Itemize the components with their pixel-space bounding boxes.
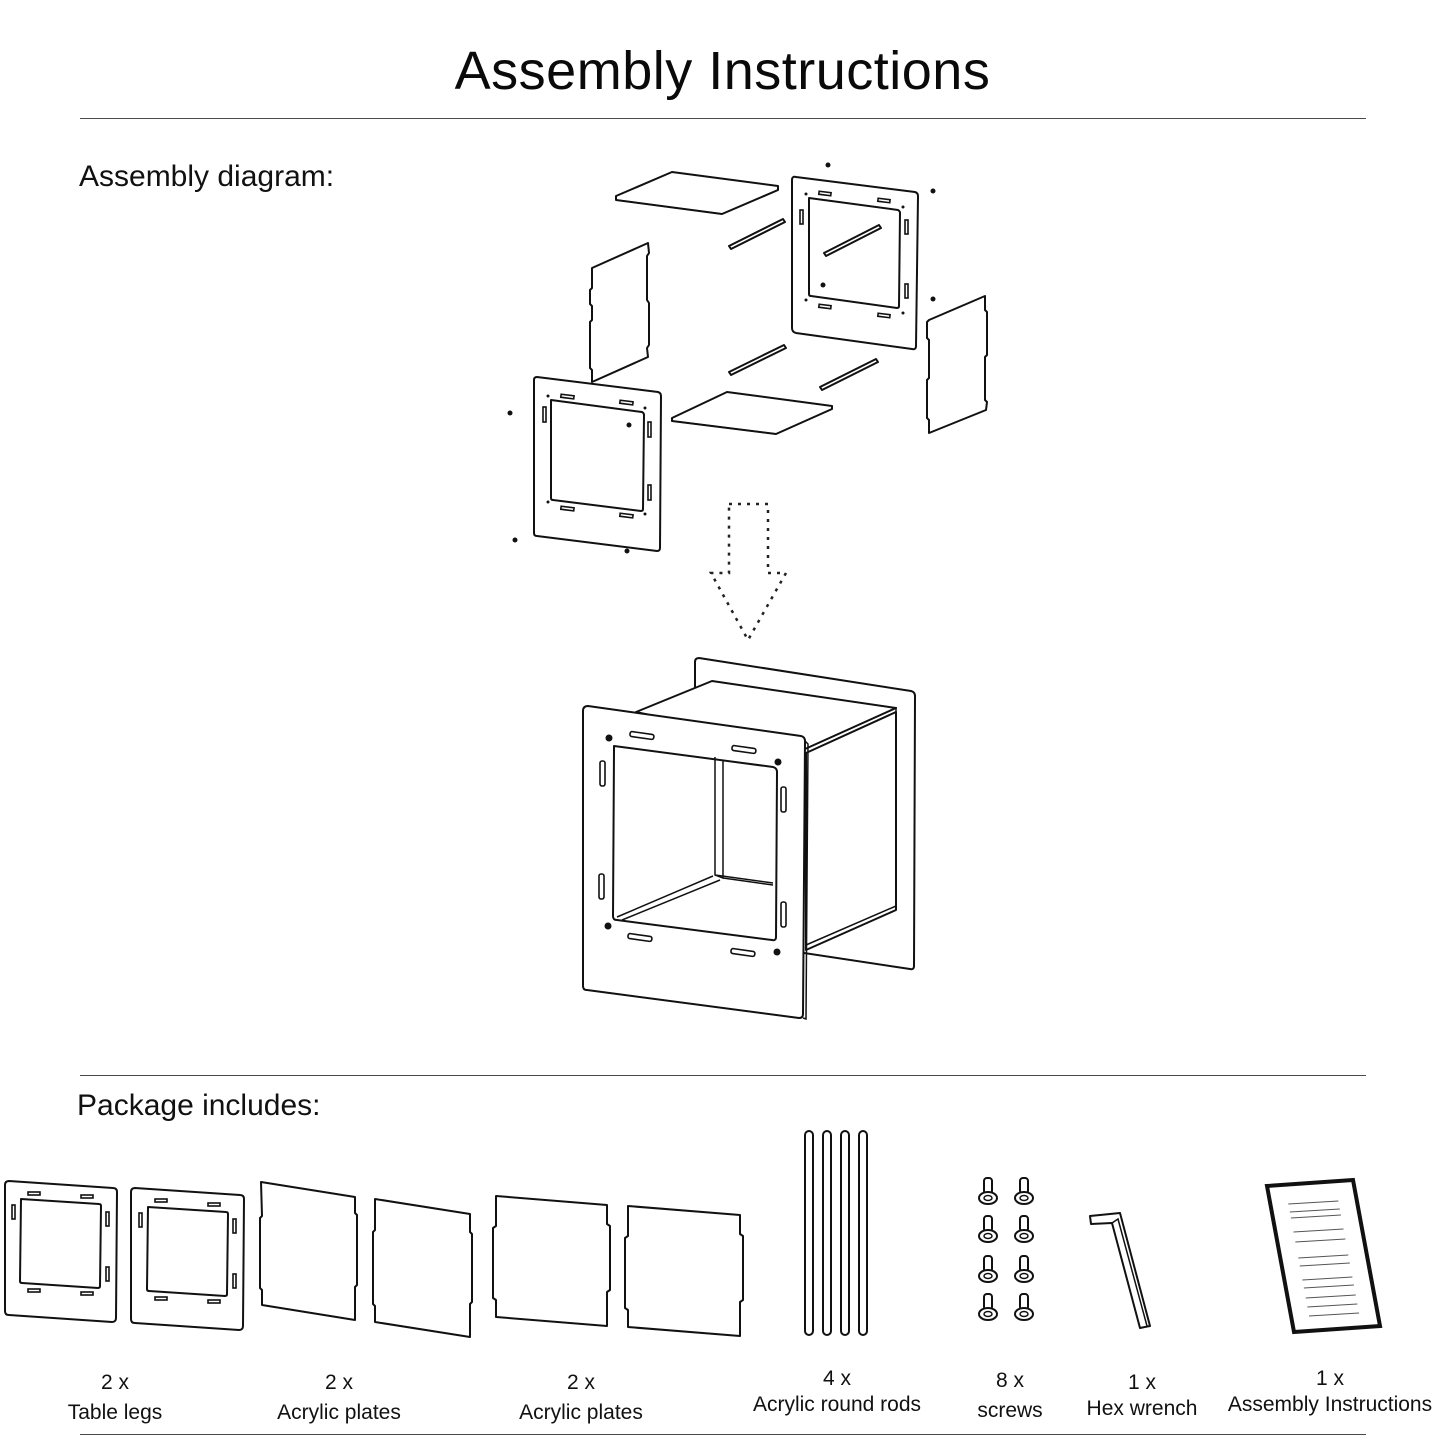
item-quantity: 1 x: [1315, 1367, 1344, 1390]
item-quantity: 2 x: [324, 1371, 353, 1394]
package-item-table-legs: 2 x Table legs: [40, 1368, 190, 1428]
sheet-text-line: [1307, 1303, 1358, 1308]
item-name: Acrylic plates: [277, 1401, 401, 1424]
item-name: screws: [977, 1399, 1043, 1422]
screw-icon: [1014, 1215, 1034, 1243]
title-divider: [80, 118, 1366, 119]
right-plate-part: [926, 295, 988, 434]
package-includes-label: Package includes:: [77, 1089, 321, 1122]
sheet-text-line: [1289, 1208, 1340, 1213]
acrylic-plate-icon: [624, 1205, 744, 1337]
screw-icon: [978, 1293, 998, 1321]
acrylic-plate-icon: [492, 1195, 611, 1327]
round-rod-icon: [804, 1130, 868, 1336]
item-name: Table legs: [67, 1401, 163, 1424]
front-frame-part: [507, 376, 662, 554]
table-leg-frame-icon: [4, 1180, 118, 1323]
sheet-text-line: [1303, 1284, 1354, 1289]
hex-wrench-icon: [1089, 1212, 1151, 1329]
item-quantity: 8 x: [995, 1369, 1024, 1392]
item-name: Acrylic round rods: [752, 1393, 922, 1416]
sheet-text-line: [1305, 1294, 1356, 1299]
item-name: Hex wrench: [1086, 1397, 1198, 1420]
page-title: Assembly Instructions: [454, 41, 991, 101]
sheet-text-line: [1309, 1312, 1360, 1317]
sheet-text-line: [1295, 1238, 1346, 1243]
item-quantity: 2 x: [566, 1371, 595, 1394]
rods-part: [728, 218, 882, 391]
screw-icon: [978, 1255, 998, 1283]
screw-icon: [1014, 1255, 1034, 1283]
sheet-text-line: [1288, 1200, 1339, 1205]
section-divider: [80, 1075, 1366, 1076]
table-leg-frame-icon: [130, 1187, 245, 1331]
screw-icon: [978, 1177, 1034, 1321]
top-plate-part: [615, 171, 779, 215]
screw-icon: [978, 1177, 998, 1205]
item-quantity: 4 x: [822, 1367, 851, 1390]
screw-icon: [1014, 1177, 1034, 1205]
sheet-text-line: [1299, 1262, 1350, 1267]
package-item-round-rods: 4 x Acrylic round rods: [737, 1366, 937, 1418]
instruction-sheet-icon: [1264, 1177, 1383, 1335]
item-quantity: 1 x: [1127, 1371, 1156, 1394]
acrylic-plate-icon: [372, 1198, 473, 1338]
sheet-text-line: [1293, 1228, 1344, 1233]
sheet-text-line: [1298, 1254, 1349, 1259]
sheet-text-line: [1290, 1214, 1341, 1219]
item-name: Assembly Instructions: [1227, 1393, 1433, 1416]
screw-icon: [978, 1215, 998, 1243]
sheet-text-line: [1302, 1276, 1353, 1281]
item-name: Acrylic plates: [519, 1401, 643, 1424]
assembly-diagram-label: Assembly diagram:: [79, 160, 335, 193]
acrylic-plate-icon: [259, 1181, 358, 1321]
package-item-hex-wrench: 1 x Hex wrench: [1077, 1370, 1207, 1422]
screw-icon: [1014, 1293, 1034, 1321]
left-plate-part: [589, 242, 650, 383]
bottom-divider: [80, 1434, 1366, 1435]
package-item-acrylic-plates-2: 2 x Acrylic plates: [506, 1368, 656, 1428]
bottom-plate-part: [671, 391, 833, 435]
package-item-screws: 8 x screws: [960, 1366, 1060, 1426]
package-item-acrylic-plates-1: 2 x Acrylic plates: [264, 1368, 414, 1428]
item-quantity: 2 x: [100, 1371, 129, 1394]
package-item-instructions: 1 x Assembly Instructions: [1220, 1366, 1440, 1418]
